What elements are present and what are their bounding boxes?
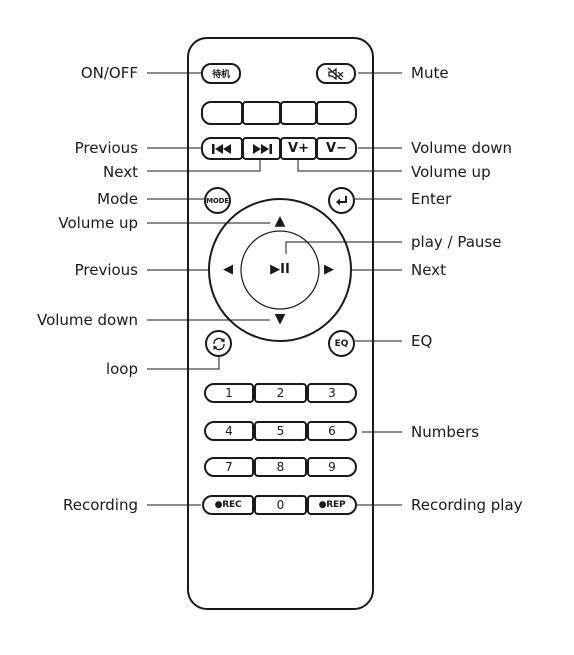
leader-loop — [147, 357, 220, 370]
leader-next-top — [147, 160, 261, 172]
number-key-8[interactable]: 8 — [254, 457, 307, 477]
label-volume-up-right: Volume up — [411, 163, 491, 181]
function-button-2[interactable] — [242, 101, 281, 125]
label-volume-down-left: Volume down — [36, 311, 138, 329]
label-next-top: Next — [103, 163, 138, 181]
function-button-1[interactable] — [201, 101, 243, 125]
label-previous-top: Previous — [74, 139, 138, 157]
label-on-off: ON/OFF — [80, 64, 138, 82]
label-recording: Recording — [62, 496, 138, 514]
function-button-4[interactable] — [316, 101, 357, 125]
number-key-7[interactable]: 7 — [204, 457, 254, 477]
number-key-6[interactable]: 6 — [307, 421, 357, 441]
label-numbers: Numbers — [411, 423, 480, 441]
dpad-inner-ring — [240, 230, 320, 310]
record-button[interactable]: ●REC — [202, 495, 254, 515]
skip-forward-icon — [252, 143, 272, 154]
next-track-button[interactable] — [242, 137, 281, 160]
previous-track-button[interactable] — [201, 137, 243, 160]
mode-button[interactable]: MODE — [204, 187, 231, 214]
dpad-right-arrow-icon[interactable]: ▶ — [324, 262, 334, 277]
number-key-3[interactable]: 3 — [307, 383, 357, 403]
eq-button[interactable]: EQ — [328, 330, 355, 357]
label-volume-down-right: Volume down — [411, 139, 513, 157]
number-key-5[interactable]: 5 — [254, 421, 307, 441]
label-next-mid: Next — [411, 261, 446, 279]
function-button-3[interactable] — [280, 101, 317, 125]
number-key-1[interactable]: 1 — [204, 383, 254, 403]
label-mute: Mute — [411, 64, 449, 82]
leader-volume-up-right — [297, 160, 402, 172]
number-key-9[interactable]: 9 — [307, 457, 357, 477]
mute-button[interactable] — [316, 63, 356, 84]
record-play-button[interactable]: ●REP — [307, 495, 357, 515]
label-previous-mid: Previous — [74, 261, 138, 279]
enter-button[interactable] — [328, 187, 355, 214]
label-enter: Enter — [411, 190, 452, 208]
dpad-up-arrow-icon[interactable]: ▲ — [274, 213, 286, 229]
label-volume-up-left: Volume up — [58, 214, 138, 232]
number-key-2[interactable]: 2 — [254, 383, 307, 403]
dpad-left-arrow-icon[interactable]: ◀ — [223, 262, 233, 277]
leader-play-pause — [285, 241, 402, 254]
remote-body — [187, 37, 374, 610]
enter-return-icon — [335, 195, 347, 205]
label-loop: loop — [105, 360, 138, 378]
dpad-down-arrow-icon[interactable]: ▼ — [274, 311, 286, 327]
volume-up-button[interactable]: V+ — [280, 137, 317, 160]
loop-button[interactable] — [205, 330, 232, 357]
number-key-0[interactable]: 0 — [254, 495, 307, 515]
skip-back-icon — [212, 143, 231, 154]
dpad-outer-ring — [208, 198, 352, 342]
number-key-4[interactable]: 4 — [204, 421, 254, 441]
label-mode: Mode — [97, 190, 138, 208]
play-pause-button[interactable]: ▶II — [270, 262, 290, 277]
volume-down-button[interactable]: V− — [316, 137, 357, 160]
label-eq: EQ — [411, 332, 433, 350]
power-button[interactable]: 待机 — [201, 63, 241, 84]
loop-icon — [212, 337, 225, 350]
label-play-pause: play / Pause — [411, 233, 502, 251]
mute-speaker-icon — [327, 67, 344, 80]
label-recording-play: Recording play — [411, 496, 523, 514]
